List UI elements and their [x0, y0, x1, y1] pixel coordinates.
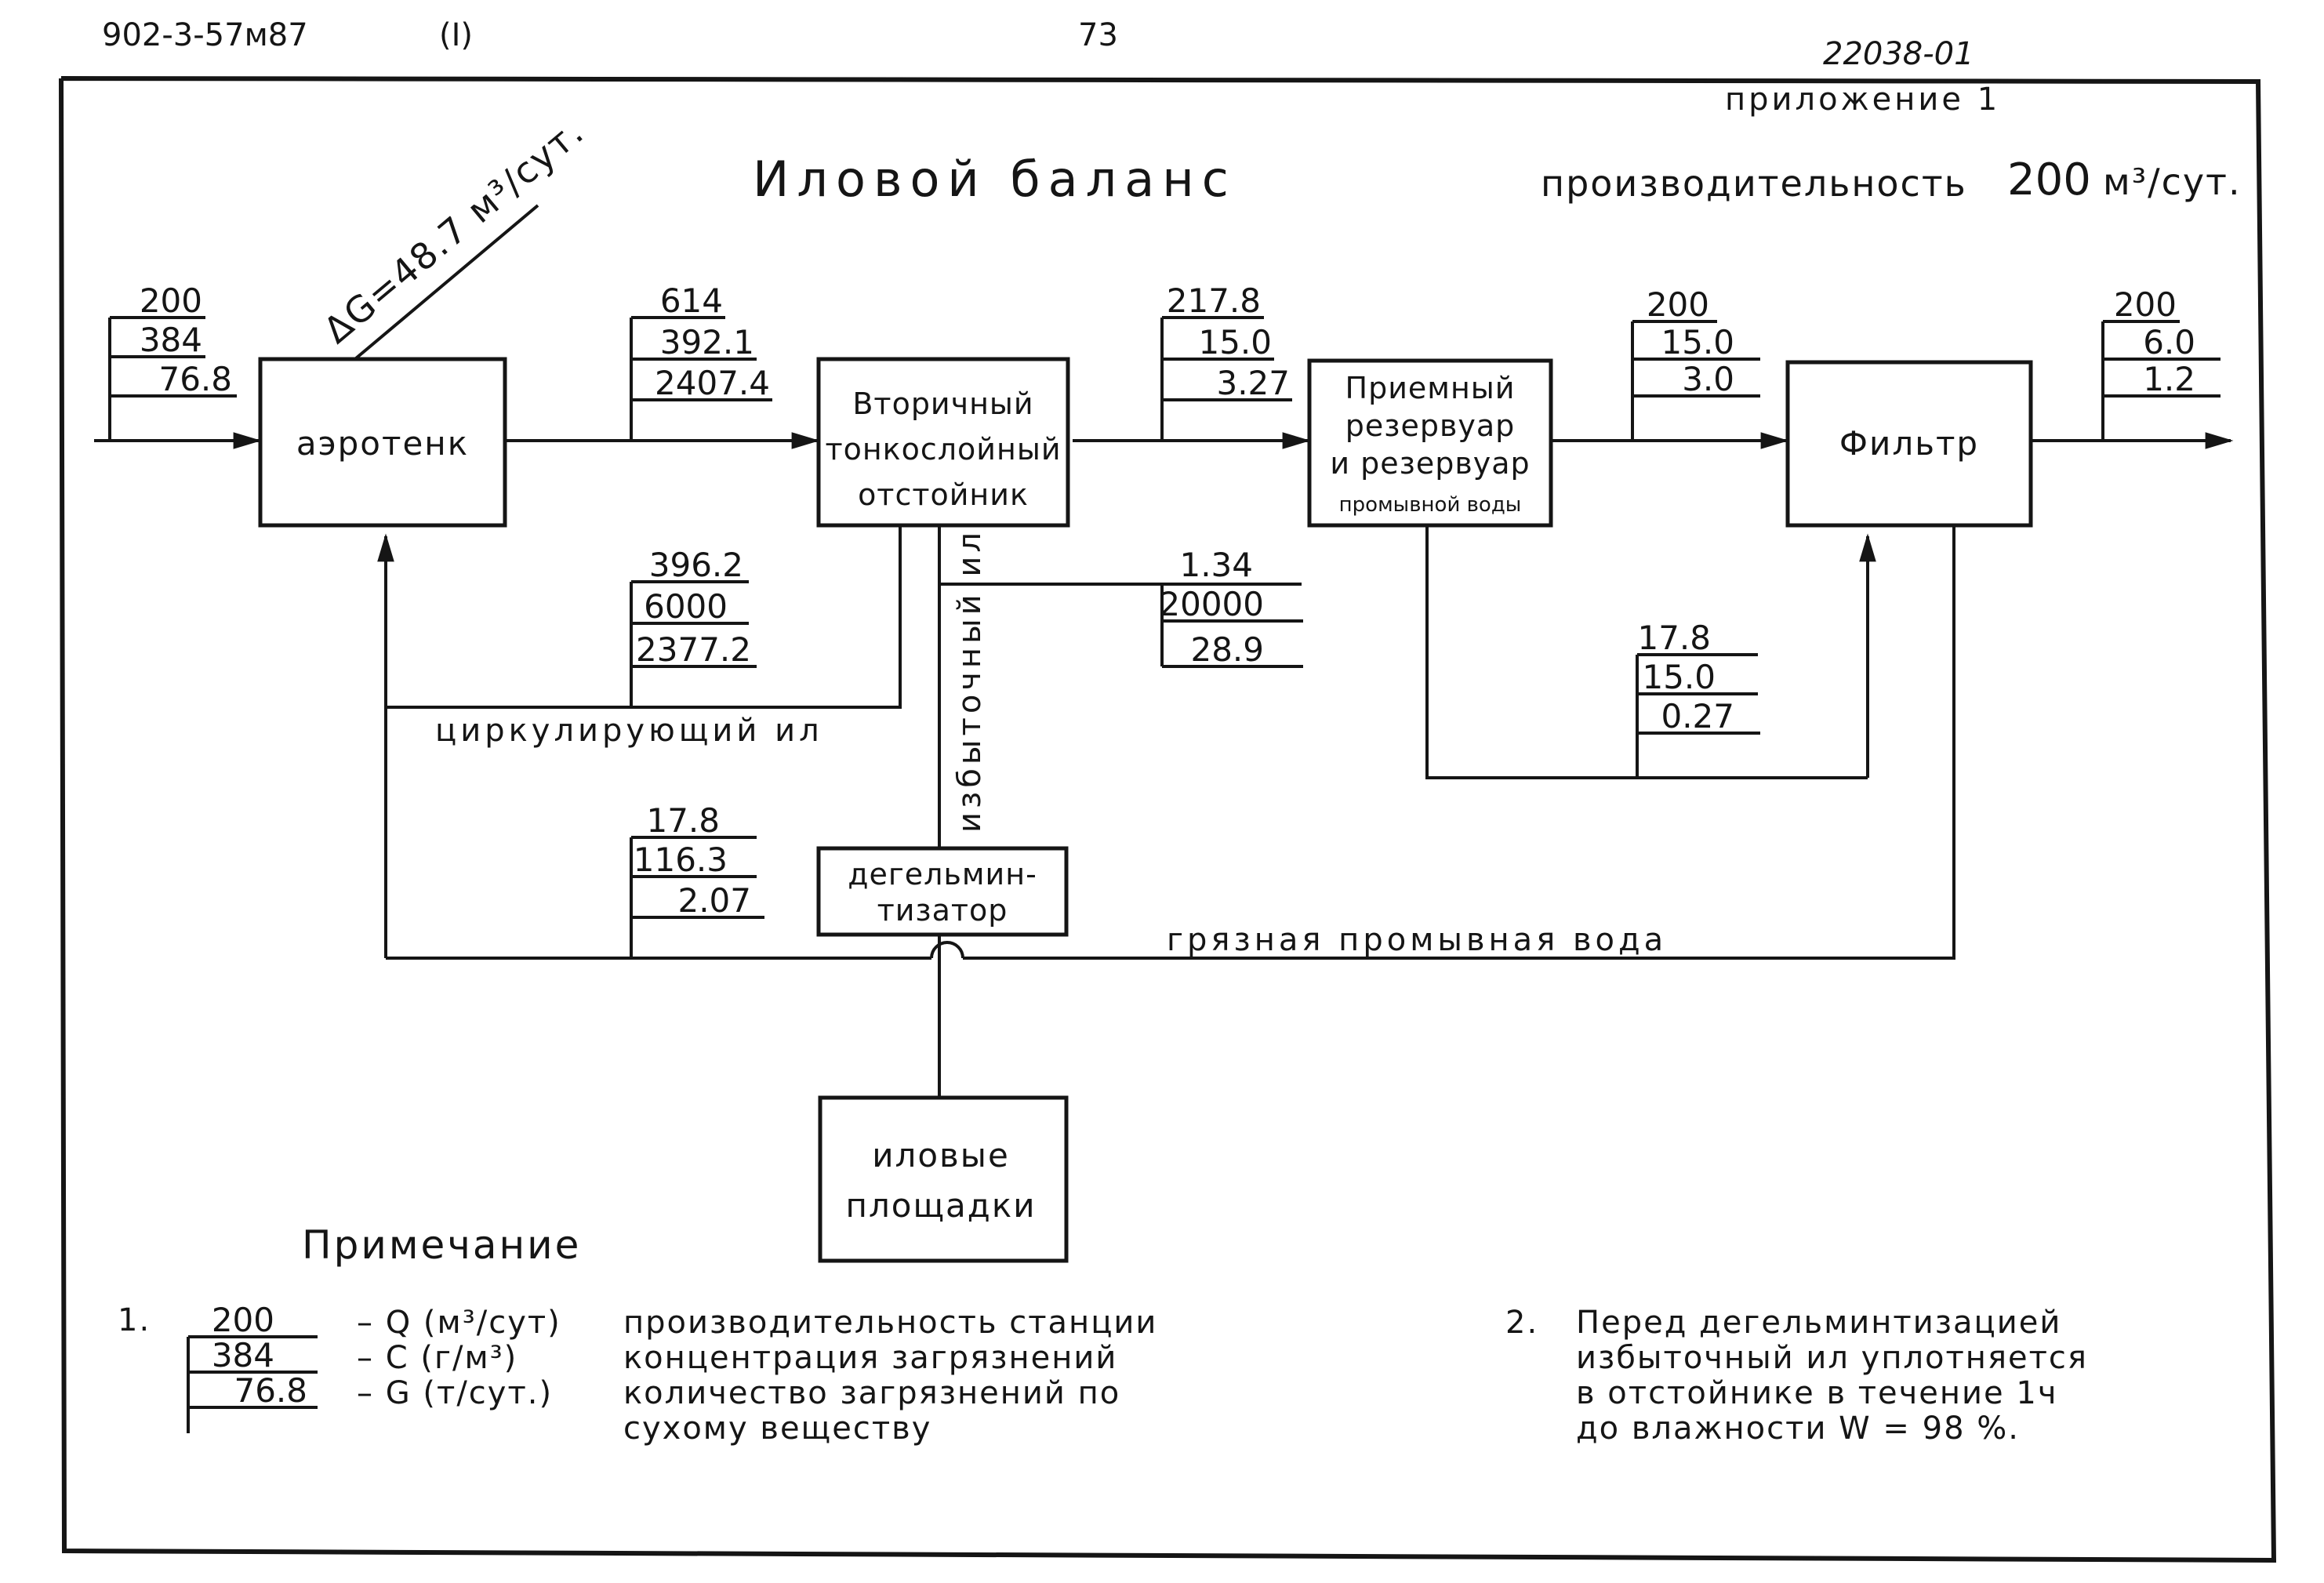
sludge-beds-label-2: площадки	[845, 1186, 1036, 1225]
note-1-q-value: 200	[212, 1301, 274, 1339]
note-2-number: 2.	[1505, 1305, 1538, 1341]
note-1-q-text: производительность станции	[623, 1305, 1157, 1341]
page-number: 73	[1078, 17, 1118, 53]
note-1-g-symbol: – G (т/сут.)	[357, 1375, 553, 1411]
note-1-number: 1.	[118, 1302, 151, 1338]
note-1-q-symbol: – Q (м³/сут)	[357, 1305, 561, 1341]
filter-out-q: 200	[2114, 285, 2177, 324]
sludge-beds-label-1: иловые	[872, 1136, 1010, 1175]
inlet-q: 200	[140, 281, 202, 320]
excess-c: 20000	[1159, 585, 1264, 623]
circulating-sludge-line	[386, 527, 902, 709]
volume-number: (I)	[439, 17, 473, 53]
dehelminth-in-c: 116.3	[634, 841, 728, 879]
reservoir-label-3: и резервуар	[1330, 446, 1530, 481]
wash-g: 0.27	[1661, 697, 1734, 735]
settler-out-data-block: 217.8 15.0 3.27	[1160, 281, 1292, 441]
appendix-label: приложение 1	[1725, 82, 2000, 118]
diagram-title: Иловой баланс	[753, 151, 1236, 208]
wash-c: 15.0	[1642, 658, 1716, 696]
reservoir-label-1: Приемный	[1345, 371, 1516, 405]
dehelminth-in-data-block: 17.8 116.3 2.07	[630, 801, 764, 958]
circulating-g: 2377.2	[636, 630, 751, 669]
filter-label: Фильтр	[1839, 424, 1979, 463]
line-crossing-arc	[930, 941, 964, 959]
aerotank-out-g: 2407.4	[655, 364, 770, 402]
note-2-line-1: Перед дегельминтизацией	[1576, 1305, 2061, 1341]
reservoir-label-2: резервуар	[1345, 408, 1516, 443]
drawing-frame	[59, 76, 2277, 1563]
aerotank-label: аэротенк	[296, 424, 469, 463]
secondary-settler-box: Вторичный тонкослойный отстойник	[816, 357, 1070, 528]
excess-sludge-label: избыточный ил	[952, 528, 988, 833]
note-2-line-3: в отстойнике в течение 1ч	[1576, 1375, 2057, 1411]
project-code: 902-3-57м87	[102, 17, 308, 53]
note-1-g-value: 76.8	[234, 1371, 307, 1410]
dehelminth-label-2: тизатор	[877, 893, 1008, 928]
dehelminth-label-1: дегельмин-	[848, 857, 1037, 891]
capacity-unit: м³/сут.	[2103, 161, 2242, 203]
reservoir-out-data-block: 200 15.0 3.0	[1631, 285, 1760, 441]
sheet-code: 22038-01	[1823, 36, 1974, 72]
filter-box: Фильтр	[1785, 360, 2033, 528]
reservoir-out-q: 200	[1647, 285, 1709, 324]
note-1-g-text: количество загрязнений по	[623, 1375, 1120, 1411]
circulating-c: 6000	[644, 587, 728, 626]
reservoir-label-4: промывной воды	[1339, 493, 1522, 517]
inlet-data-block: 200 384 76.8	[108, 281, 237, 441]
delta-g-line	[350, 204, 539, 364]
reservoir-out-g: 3.0	[1682, 360, 1734, 398]
excess-sludge-data-block: 1.34 20000 28.9	[1159, 546, 1303, 669]
filter-out-data-block: 200 6.0 1.2	[2101, 285, 2221, 441]
settler-out-g: 3.27	[1216, 364, 1290, 402]
settler-label-1: Вторичный	[852, 387, 1033, 421]
capacity-label: производительность	[1541, 162, 1967, 205]
excess-g: 28.9	[1190, 630, 1264, 669]
settler-label-2: тонкослойный	[825, 432, 1061, 467]
capacity-value: 200	[2007, 154, 2091, 205]
excess-q: 1.34	[1179, 546, 1253, 584]
notes-title: Примечание	[302, 1222, 581, 1268]
sludge-beds-box: иловые площадки	[818, 1095, 1069, 1263]
dirty-wash-water-line	[963, 527, 1955, 960]
circulating-data-block: 396.2 6000 2377.2	[630, 546, 757, 707]
note-1-c-symbol: – C (г/м³)	[357, 1340, 517, 1376]
settler-out-c: 15.0	[1198, 323, 1272, 361]
wash-water-line	[1425, 527, 1868, 779]
dehelminth-in-q: 17.8	[646, 801, 720, 840]
settler-label-3: отстойник	[858, 477, 1029, 512]
aerotank-out-q: 614	[660, 281, 723, 320]
reservoir-box: Приемный резервуар и резервуар промывной…	[1307, 358, 1553, 528]
circulating-sludge-label: циркулирующий ил	[435, 713, 823, 749]
aerotank-box: аэротенк	[258, 357, 507, 528]
note-1-continuation: сухому веществу	[623, 1411, 931, 1447]
inlet-g: 76.8	[158, 360, 232, 398]
reservoir-out-c: 15.0	[1661, 323, 1734, 361]
note-2-line-2: избыточный ил уплотняется	[1576, 1340, 2088, 1376]
note-1-c-value: 384	[212, 1336, 274, 1374]
dehelminth-in-g: 2.07	[677, 881, 751, 920]
aerotank-out-data-block: 614 392.1 2407.4	[630, 281, 772, 441]
aerotank-out-c: 392.1	[660, 323, 754, 361]
circulating-q: 396.2	[649, 546, 743, 584]
note-1-c-text: концентрация загрязнений	[623, 1340, 1117, 1376]
wash-water-data-block: 17.8 15.0 0.27	[1636, 619, 1760, 778]
note-1-legend-block: 200 384 76.8	[187, 1301, 318, 1433]
wash-q: 17.8	[1637, 619, 1711, 657]
settler-out-q: 217.8	[1167, 281, 1261, 320]
note-2-line-4: до влажности W = 98 %.	[1576, 1411, 2020, 1447]
dirty-wash-water-label: грязная промывная вода	[1167, 922, 1667, 958]
filter-out-c: 6.0	[2143, 323, 2195, 361]
dehelminthizer-box: дегельмин- тизатор	[816, 846, 1069, 937]
inlet-c: 384	[140, 321, 202, 359]
delta-g-label: ΔG=48.7 м³/сут.	[315, 110, 592, 351]
filter-out-g: 1.2	[2143, 360, 2195, 398]
